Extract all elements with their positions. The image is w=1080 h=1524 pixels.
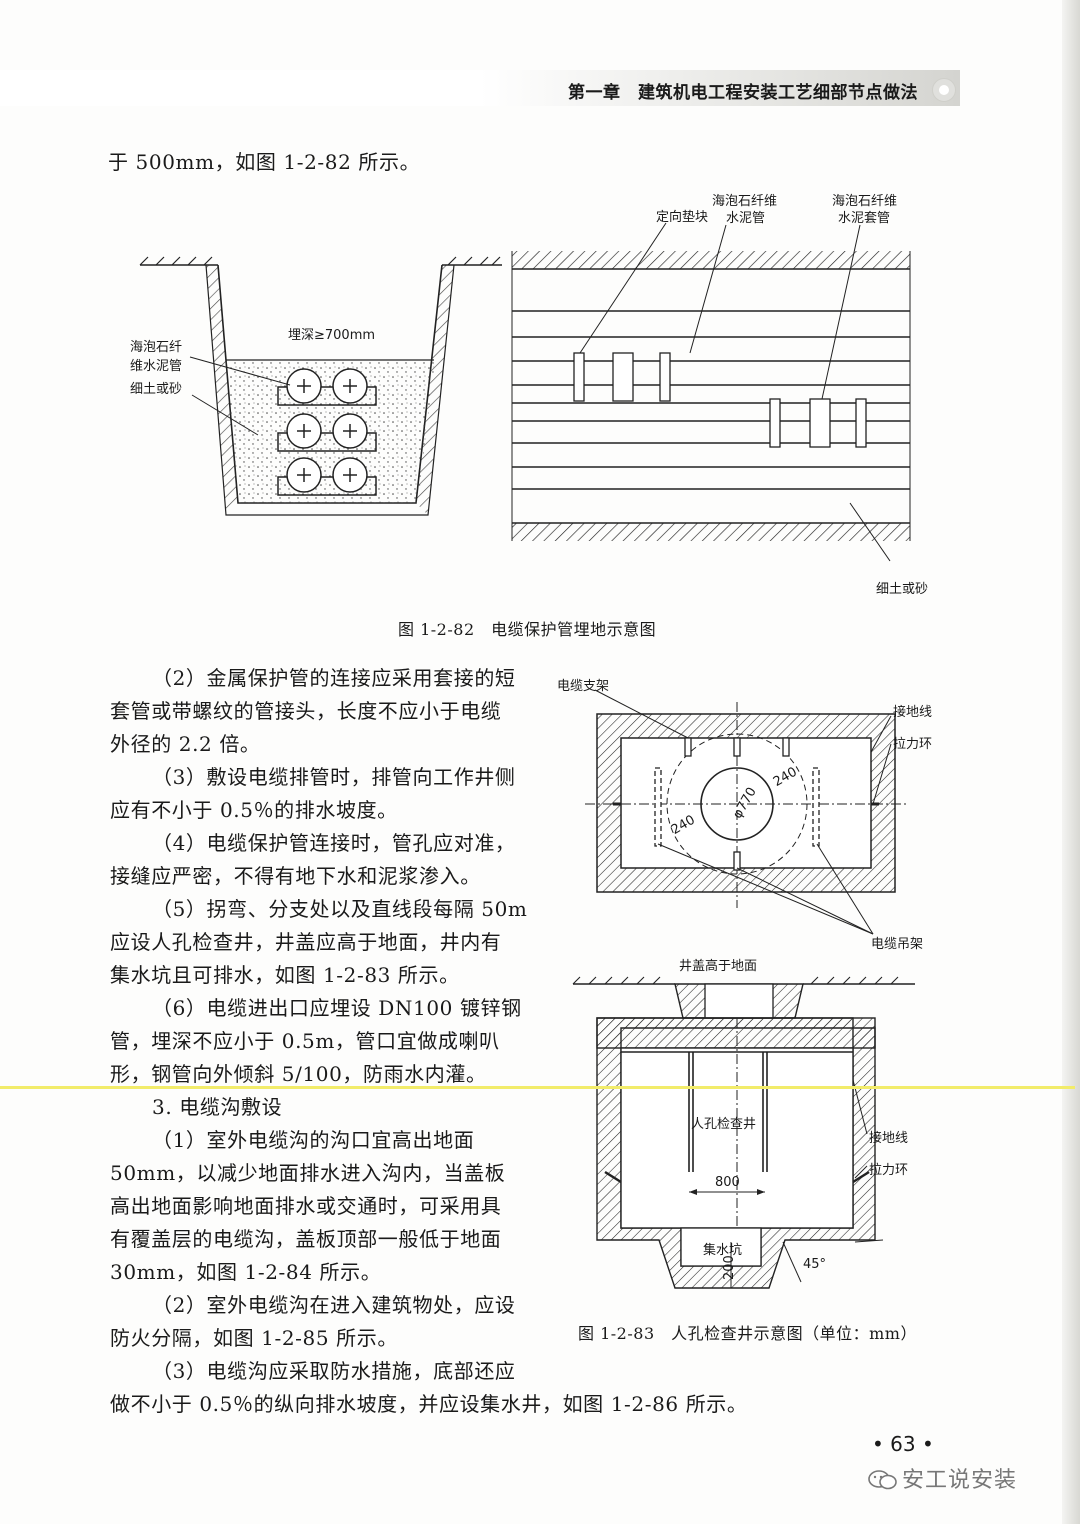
paragraph-line: 套管或带螺纹的管接头，长度不应小于电缆 [110,699,502,723]
manhole-plan-view: φ770 240 240 电缆支架 接地线 拉力环 电缆吊架 [557,678,932,952]
label-ground-wire: 接地线 [893,704,932,720]
label-left-pipe-2: 维水泥管 [130,359,182,374]
label-cable-bracket: 电缆支架 [557,678,609,694]
paragraph-line: 管，埋深不应小于 0.5m，管口宜做成喇叭 [110,1029,500,1053]
paragraph-line: （6）电缆进出口应埋设 DN100 镀锌钢 [152,996,522,1020]
label-pull-ring-2: 拉力环 [869,1163,908,1178]
top-text-line: 于 500mm，如图 1-2-82 所示。 [108,150,421,174]
header-circle-icon [932,78,956,102]
label-angle: 45° [803,1257,826,1272]
paragraph-line: 防火分隔，如图 1-2-85 所示。 [110,1326,398,1350]
label-pull-ring: 拉力环 [893,737,932,752]
paragraph-line: 有覆盖层的电缆沟，盖板顶部一般低于地面 [110,1227,502,1251]
paragraph-line: 做不小于 0.5％的纵向排水坡度，并应设集水井，如图 1-2-86 所示。 [110,1392,748,1416]
label-right-soil: 细土或砂 [876,582,928,597]
paragraph-line: （1）室外电缆沟的沟口宜高出地面 [152,1128,475,1152]
manhole-section-view: 井盖高于地面 [572,958,915,1289]
pipe-plan-view: 定向垫块 海泡石纤维 水泥管 海泡石纤维 水泥套管 细土或砂 [511,194,928,597]
paragraph-line: 集水坑且可排水，如图 1-2-83 所示。 [110,963,460,987]
paragraph-line: 应有不小于 0.5％的排水坡度。 [110,798,398,822]
label-left-pipe-1: 海泡石纤 [130,340,182,355]
figure-1-2-82-caption: 图 1-2-82 电缆保护管埋地示意图 [398,620,657,639]
highlight-line [0,1086,1075,1089]
figure-1-2-83-caption: 图 1-2-83 人孔检查井示意图（单位：mm） [578,1324,917,1343]
paragraph-line: 高出地面影响地面排水或交通时，可采用具 [110,1194,502,1218]
paragraph-line: 接缝应严密，不得有地下水和泥浆渗入。 [110,864,481,888]
paragraph-line: （2）金属保护管的连接应采用套接的短 [152,666,516,690]
label-left-soil: 细土或砂 [130,382,182,397]
label-sleeve-1: 海泡石纤维 [832,194,897,209]
paragraph-line: （5）拐弯、分支处以及直线段每隔 50m [152,897,528,921]
label-burial-depth: 埋深≥700mm [288,328,375,343]
paragraph-line: 形，钢管向外倾斜 5/100，防雨水内灌。 [110,1062,487,1086]
label-sump: 集水坑 [703,1242,742,1258]
section-heading: 3. 电缆沟敷设 [152,1095,283,1119]
paragraph-line: 50mm，以减少地面排水进入沟内，当盖板 [110,1161,506,1185]
chapter-title: 第一章 建筑机电工程安装工艺细部节点做法 [568,83,918,103]
trench-cross-section: 埋深≥700mm 海泡石纤 维水泥管 细土或砂 [130,256,502,516]
watermark-text: 安工说安装 [902,1468,1018,1493]
paragraph-line: （2）室外电缆沟在进入建筑物处，应设 [152,1293,516,1317]
figure-1-2-83: φ770 240 240 电缆支架 接地线 拉力环 电缆吊架 井盖高于地面 [557,678,932,1289]
paragraph-line: （3）电缆沟应采取防水措施，底部还应 [152,1359,516,1383]
chat-bubble-icon [868,1470,897,1490]
paragraph-line: （3）敷设电缆排管时，排管向工作井侧 [152,765,516,789]
label-cover: 井盖高于地面 [679,958,757,974]
watermark: 安工说安装 [868,1462,1017,1494]
label-sleeve-2: 水泥套管 [838,210,890,226]
paragraph-line: （4）电缆保护管连接时，管孔应对准， [152,831,516,855]
label-cable-hanger: 电缆吊架 [871,936,923,952]
page-number: • 63 • [872,1432,934,1456]
book-spine [1062,0,1080,1524]
label-block: 定向垫块 [656,209,708,225]
label-dim-200: 200 [722,1255,737,1280]
header-bar [0,70,960,106]
paragraph-line: 应设人孔检查井，井盖应高于地面，井内有 [110,930,502,954]
label-dim-800: 800 [715,1175,740,1190]
paragraph-line: 外径的 2.2 倍。 [110,732,261,756]
running-header: 第一章 建筑机电工程安装工艺细部节点做法 [0,70,1060,106]
figure-1-2-82: 埋深≥700mm 海泡石纤 维水泥管 细土或砂 [130,194,928,597]
label-manhole: 人孔检查井 [691,1117,756,1132]
label-pipe-1: 海泡石纤维 [712,194,777,209]
paragraph-line: 30mm，如图 1-2-84 所示。 [110,1260,382,1284]
label-ground-wire-2: 接地线 [869,1130,908,1146]
label-pipe-2: 水泥管 [726,211,765,226]
